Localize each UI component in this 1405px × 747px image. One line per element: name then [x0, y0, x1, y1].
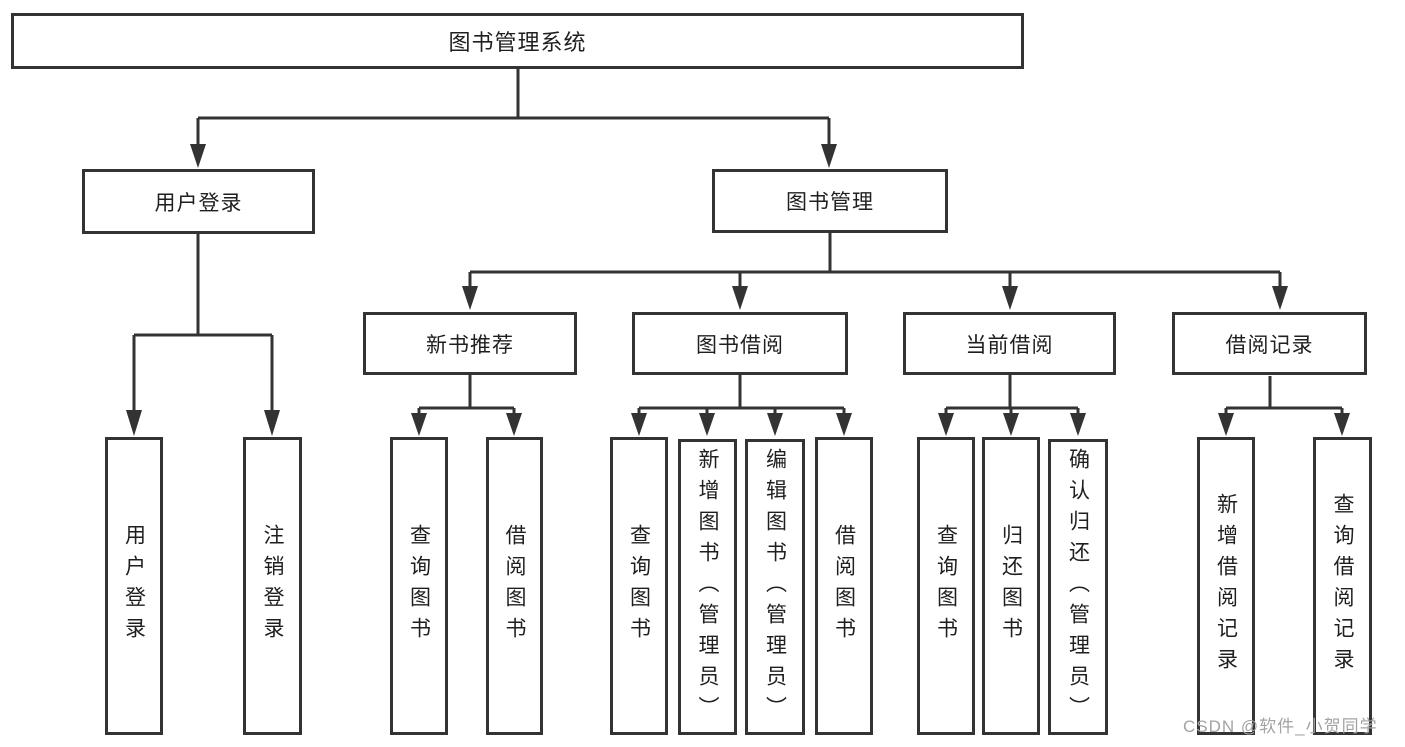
- csdn-watermark: CSDN @软件_小贺同学: [1183, 717, 1378, 736]
- leaf-bb-edit-books: 编辑图书（管理员）: [745, 439, 805, 735]
- leaf-cb-return-books: 归还图书: [982, 437, 1040, 735]
- leaf-br-query-record: 查询借阅记录: [1313, 437, 1372, 735]
- leaf-cb-confirm-return: 确认归还（管理员）: [1048, 439, 1108, 735]
- node-book-management: 图书管理: [712, 169, 948, 233]
- node-root: 图书管理系统: [11, 13, 1024, 69]
- node-borrow-records: 借阅记录: [1172, 312, 1367, 375]
- leaf-user-login: 用户登录: [105, 437, 163, 735]
- leaf-nb-query-books: 查询图书: [390, 437, 448, 735]
- node-user-login: 用户登录: [82, 169, 315, 234]
- leaf-bb-borrow-books: 借阅图书: [815, 437, 873, 735]
- leaf-nb-borrow-books: 借阅图书: [486, 437, 543, 735]
- leaf-br-add-record: 新增借阅记录: [1197, 437, 1255, 735]
- node-new-book-recommend: 新书推荐: [363, 312, 577, 375]
- leaf-logout: 注销登录: [243, 437, 302, 735]
- node-book-borrow: 图书借阅: [632, 312, 848, 375]
- node-current-borrow: 当前借阅: [903, 312, 1116, 375]
- leaf-bb-query-books: 查询图书: [610, 437, 668, 735]
- leaf-bb-add-books: 新增图书（管理员）: [678, 439, 737, 735]
- leaf-cb-query-books: 查询图书: [917, 437, 975, 735]
